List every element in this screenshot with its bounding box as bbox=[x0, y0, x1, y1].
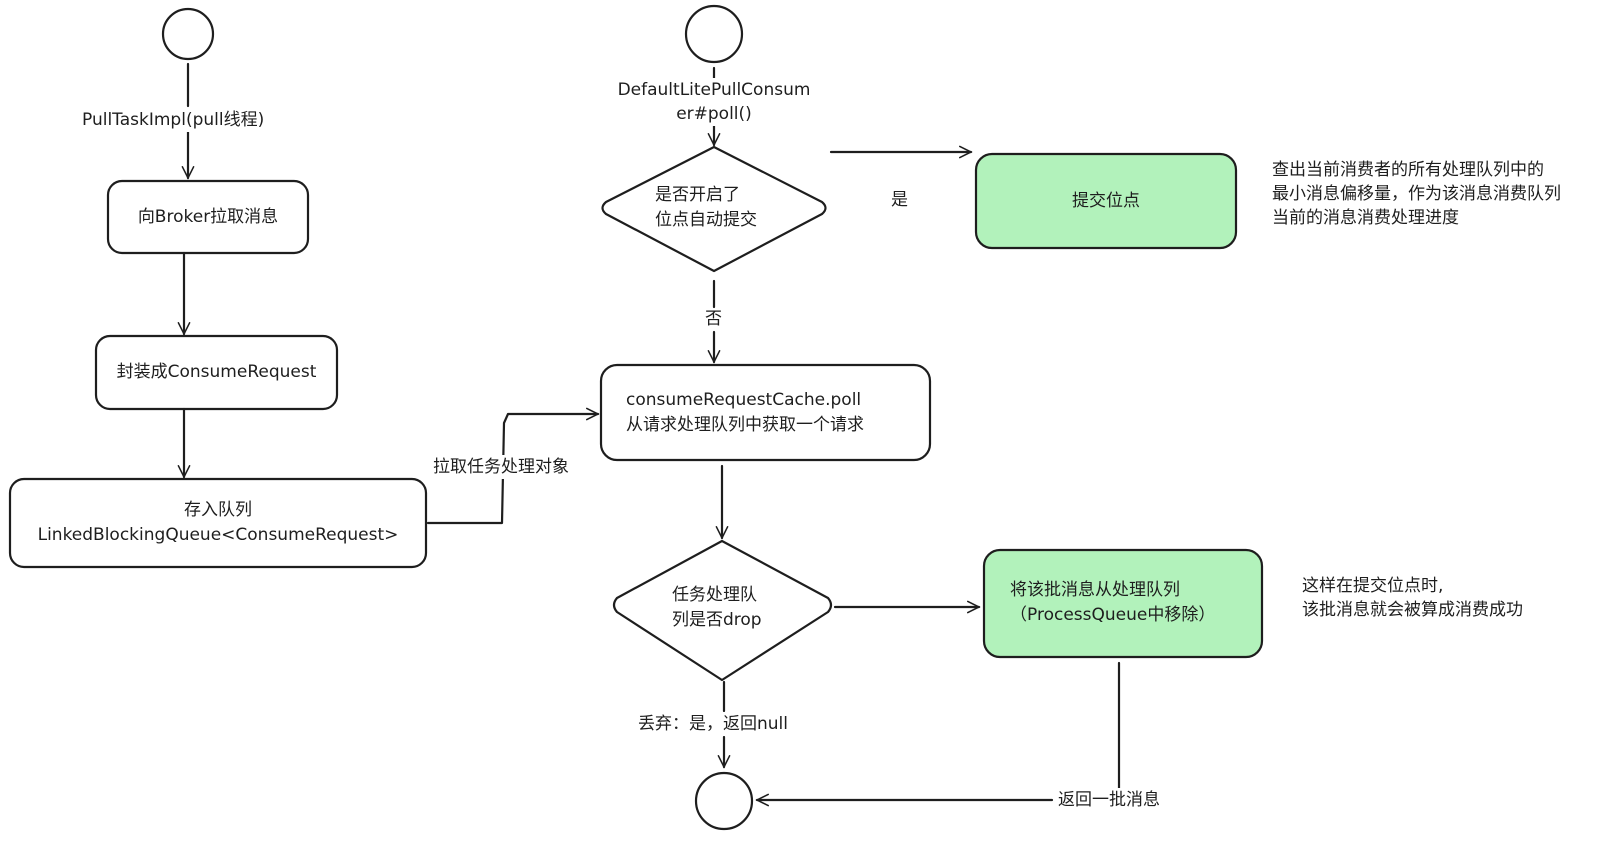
remove-from-process-queue-text: 将该批消息从处理队列 （ProcessQueue中移除） bbox=[1010, 570, 1250, 636]
auto-commit-decision-line1: 是否开启了 bbox=[655, 185, 740, 205]
pull-task-label: PullTaskImpl(pull线程) bbox=[82, 108, 265, 132]
remove-note: 这样在提交位点时, 该批消息就会被算成消费成功 bbox=[1302, 574, 1523, 622]
right-start-node bbox=[684, 4, 744, 64]
commit-offset-note-line1: 查出当前消费者的所有处理队列中的 bbox=[1272, 160, 1544, 180]
drop-decision-line1: 任务处理队 bbox=[672, 585, 757, 605]
fetch-from-broker-text: 向Broker拉取消息 bbox=[108, 181, 308, 253]
no-label: 否 bbox=[705, 309, 722, 329]
commit-offset-box bbox=[974, 152, 1238, 250]
drop-label: 丢弃：是，返回null bbox=[638, 712, 788, 736]
remove-note-line1: 这样在提交位点时, bbox=[1302, 576, 1444, 596]
wrap-consume-request-label: 封装成ConsumeRequest bbox=[116, 362, 317, 382]
enqueue-box bbox=[8, 477, 428, 569]
enqueue-label-line1: 存入队列 bbox=[184, 500, 252, 520]
left-start-node bbox=[161, 7, 215, 61]
drop-decision bbox=[612, 539, 833, 682]
poll-request-line1: consumeRequestCache.poll bbox=[626, 389, 862, 410]
wrap-consume-request-text: 封装成ConsumeRequest bbox=[96, 336, 337, 409]
remove-box-line2: （ProcessQueue中移除） bbox=[1010, 605, 1216, 625]
poll-request-box bbox=[599, 363, 932, 462]
poll-entry-label-line1: DefaultLitePullConsum bbox=[617, 80, 811, 100]
enqueue-text: 存入队列 LinkedBlockingQueue<ConsumeRequest> bbox=[10, 479, 426, 567]
poll-entry-label: DefaultLitePullConsum er#poll() bbox=[604, 78, 824, 126]
drop-decision-text: 任务处理队 列是否drop bbox=[672, 580, 782, 636]
poll-entry-label-line2: er#poll() bbox=[676, 104, 752, 124]
commit-offset-text: 提交位点 bbox=[976, 154, 1236, 248]
commit-offset-note-line2: 最小消息偏移量，作为该消息消费队列 bbox=[1272, 184, 1561, 204]
remove-note-line2: 该批消息就会被算成消费成功 bbox=[1302, 600, 1523, 620]
commit-offset-label: 提交位点 bbox=[1072, 190, 1140, 211]
remove-box-line1: 将该批消息从处理队列 bbox=[1010, 580, 1180, 600]
commit-offset-note-line3: 当前的消息消费处理进度 bbox=[1272, 208, 1459, 228]
end-node bbox=[694, 771, 754, 831]
fetch-from-broker-label: 向Broker拉取消息 bbox=[137, 206, 279, 227]
remove-from-process-queue-box bbox=[982, 548, 1264, 659]
commit-offset-note: 查出当前消费者的所有处理队列中的 最小消息偏移量，作为该消息消费队列 当前的消息… bbox=[1272, 158, 1561, 230]
return-batch-label: 返回一批消息 bbox=[1058, 788, 1160, 812]
auto-commit-decision-line2: 位点自动提交 bbox=[655, 210, 757, 230]
drop-decision-line2: 列是否drop bbox=[672, 610, 762, 630]
fetch-task-label: 拉取任务处理对象 bbox=[433, 455, 569, 479]
auto-commit-decision bbox=[601, 145, 827, 273]
wrap-consume-request-box bbox=[94, 334, 339, 411]
poll-request-text: consumeRequestCache.poll 从请求处理队列中获取一个请求 bbox=[626, 365, 916, 460]
poll-request-line2: 从请求处理队列中获取一个请求 bbox=[626, 414, 864, 435]
auto-commit-decision-text: 是否开启了 位点自动提交 bbox=[655, 180, 775, 236]
yes-label: 是 bbox=[891, 190, 908, 210]
fetch-from-broker-box bbox=[106, 179, 310, 255]
enqueue-label-line2: LinkedBlockingQueue<ConsumeRequest> bbox=[37, 525, 399, 545]
arrow-queue-to-poll bbox=[426, 414, 598, 525]
